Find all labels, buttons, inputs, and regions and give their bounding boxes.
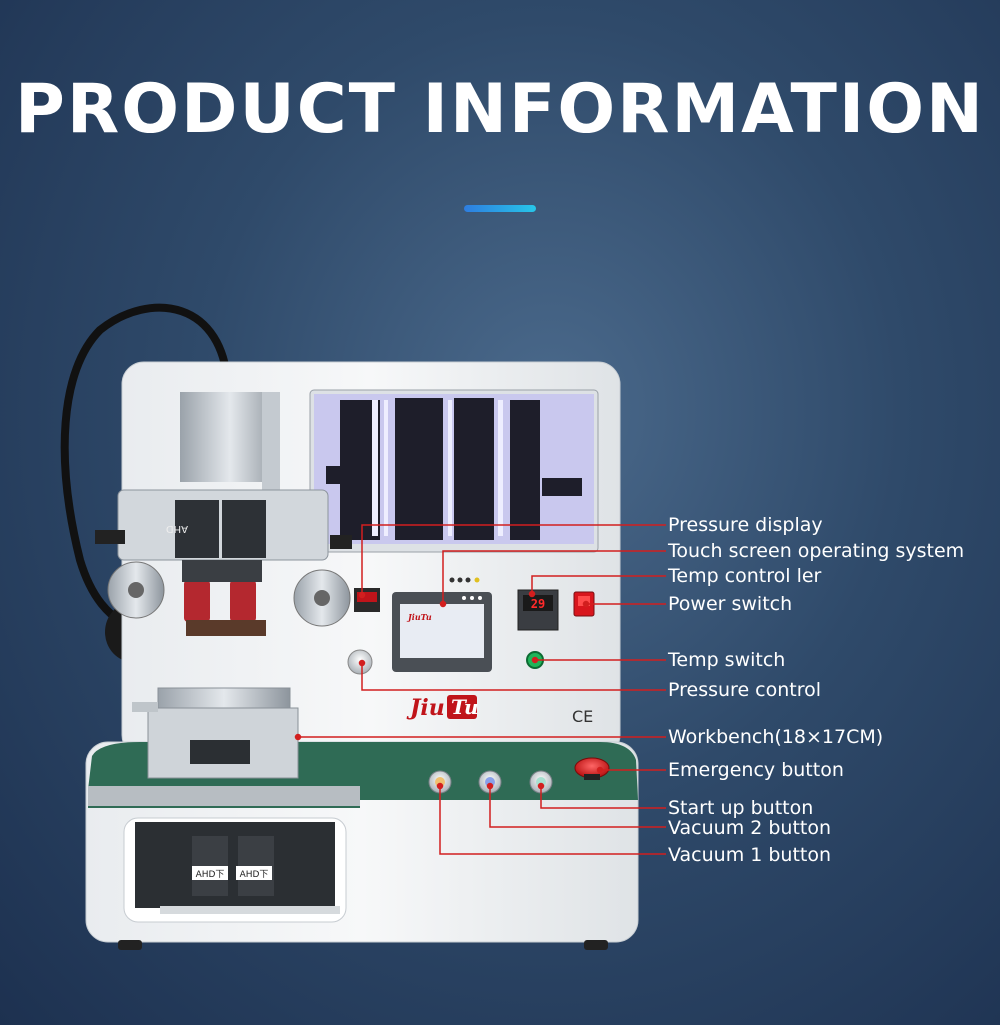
upper-camera-label: AHD — [166, 523, 188, 534]
callout-pressure-display: Pressure display — [668, 514, 823, 536]
heater-left — [184, 580, 210, 622]
page-title: PRODUCT INFORMATION — [15, 70, 985, 149]
foot-left — [118, 940, 142, 950]
callout-temp-switch: Temp switch — [668, 649, 786, 671]
brand-main: Jiu — [406, 695, 445, 721]
lower-camera-left-label: AHD下 — [196, 870, 225, 880]
brand-accent: Tu — [451, 695, 479, 719]
gooseneck-arm — [60, 303, 232, 629]
callout-pressure-control: Pressure control — [668, 679, 822, 701]
title-accent-bar — [464, 205, 536, 212]
callout-workbench: Workbench(18×17CM) — [668, 726, 884, 748]
callout-touch-screen: Touch screen operating system — [668, 540, 965, 562]
lower-camera-bay — [135, 822, 335, 908]
workbench-trim — [88, 786, 360, 806]
callout-power-switch: Power switch — [668, 593, 793, 615]
heater-right — [230, 580, 256, 622]
svg-text:JiuTu: JiuTu — [406, 612, 432, 622]
callout-vacuum-1-button: Vacuum 1 button — [668, 844, 832, 866]
ce-mark: CE — [572, 707, 593, 726]
callout-emergency-button: Emergency button — [668, 759, 844, 781]
temp-readout: 29 — [531, 597, 545, 611]
callout-start-up-button: Start up button — [668, 797, 814, 819]
lower-camera-right-label: AHD下 — [240, 870, 269, 880]
callout-vacuum-2-button: Vacuum 2 button — [668, 817, 832, 839]
foot-right — [584, 940, 608, 950]
xy-stage-top — [157, 687, 291, 709]
touch-screen-display — [400, 604, 484, 658]
callout-temp-controller: Temp control ler — [668, 565, 822, 587]
callout-lines — [294, 524, 666, 855]
